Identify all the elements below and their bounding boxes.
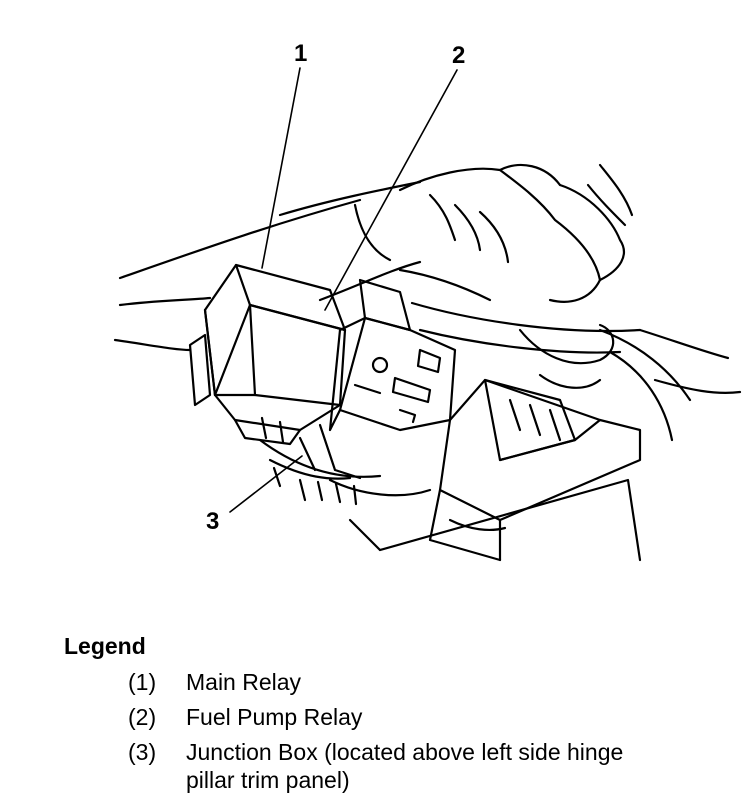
legend-item-label: Junction Box (located above left side hi… xyxy=(186,739,624,793)
legend-title: Legend xyxy=(64,633,146,659)
callout-1: 1 xyxy=(294,40,308,67)
legend-item-number: (1) xyxy=(128,669,157,695)
leader-line-1 xyxy=(261,67,301,269)
legend-item-main-relay: (1) Main Relay xyxy=(64,668,744,696)
legend-item-junction-box: (3) Junction Box (located above left sid… xyxy=(64,738,744,794)
legend-item-label: Main Relay xyxy=(186,669,302,695)
legend: Legend (1) Main Relay (2) Fuel Pump Rela… xyxy=(64,632,744,801)
callout-3: 3 xyxy=(206,508,220,535)
legend-item-label: Fuel Pump Relay xyxy=(186,704,363,730)
hatch-marks xyxy=(272,466,358,506)
fuel-pump-relay-drawing xyxy=(298,278,457,480)
gloved-hand-shape xyxy=(398,163,634,389)
callout-2: 2 xyxy=(452,42,466,69)
wiring-harness xyxy=(113,180,742,497)
legend-item-number: (2) xyxy=(128,704,157,730)
main-relay-drawing xyxy=(188,263,347,446)
legend-item-number: (3) xyxy=(128,739,157,765)
leader-lines xyxy=(229,67,458,513)
legend-item-fuel-pump-relay: (2) Fuel Pump Relay xyxy=(64,703,744,731)
relay-location-illustration: 1 2 3 xyxy=(113,40,742,562)
leader-line-2 xyxy=(324,69,458,311)
leader-line-3 xyxy=(229,455,303,513)
junction-box-drawing xyxy=(348,378,642,562)
